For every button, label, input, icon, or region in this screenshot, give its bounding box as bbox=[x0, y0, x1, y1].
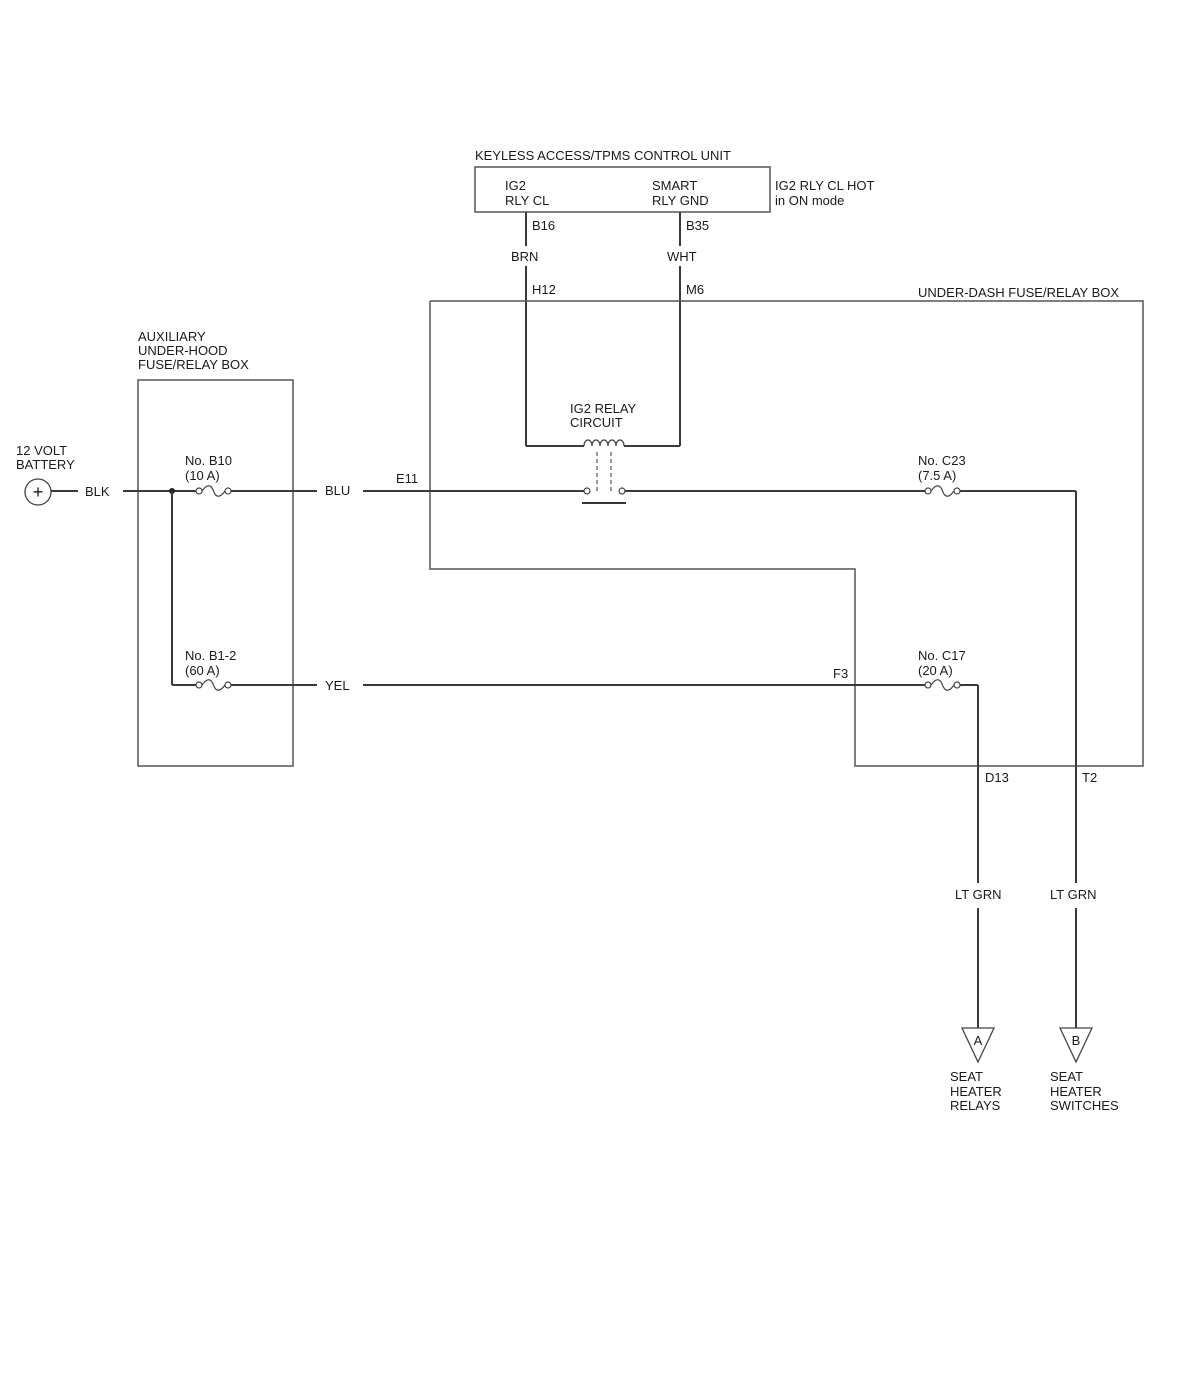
output-b-letter: B bbox=[1072, 1033, 1081, 1048]
connector-h12-label: H12 bbox=[532, 282, 556, 297]
output-a: LT GRN A SEAT HEATER RELAYS bbox=[950, 887, 1002, 1113]
b10-circuit: No. B10 (10 A) BLU E11 bbox=[123, 453, 584, 498]
relay-label-line2: CIRCUIT bbox=[570, 415, 623, 430]
wht-wire-label: WHT bbox=[667, 249, 697, 264]
aux-box-outline bbox=[137, 379, 294, 767]
fuse-b10-icon bbox=[195, 485, 232, 497]
control-unit-note-line2: in ON mode bbox=[775, 193, 844, 208]
relay-coil-icon bbox=[583, 439, 625, 447]
b1-2-circuit: No. B1-2 (60 A) YEL F3 No. C17 (20 A) D1… bbox=[171, 491, 1009, 883]
connector-b35-label: B35 bbox=[686, 218, 709, 233]
fuse-b10-name: No. B10 bbox=[185, 453, 232, 468]
fuse-c23-rating: (7.5 A) bbox=[918, 468, 956, 483]
output-a-line1: SEAT bbox=[950, 1069, 983, 1084]
connector-m6-label: M6 bbox=[686, 282, 704, 297]
relay-contact-right-icon bbox=[618, 487, 626, 495]
output-a-triangle-icon bbox=[960, 1027, 996, 1064]
fuse-b10-rating: (10 A) bbox=[185, 468, 220, 483]
pin-ig2-label: IG2 bbox=[505, 178, 526, 193]
output-b-triangle-icon bbox=[1058, 1027, 1094, 1064]
fuse-b1-2-rating: (60 A) bbox=[185, 663, 220, 678]
output-a-line3: RELAYS bbox=[950, 1098, 1001, 1113]
under-dash-fuse-relay-box: UNDER-DASH FUSE/RELAY BOX bbox=[429, 285, 1144, 767]
fuse-c23-icon bbox=[924, 485, 961, 497]
output-a-line2: HEATER bbox=[950, 1084, 1002, 1099]
aux-box-title-line3: FUSE/RELAY BOX bbox=[138, 357, 249, 372]
control-unit-wires: B16 B35 BRN WHT H12 M6 bbox=[511, 212, 709, 447]
connector-e11-label: E11 bbox=[396, 471, 418, 486]
under-dash-box-title: UNDER-DASH FUSE/RELAY BOX bbox=[918, 285, 1119, 300]
output-a-letter: A bbox=[974, 1033, 983, 1048]
connector-t2-label: T2 bbox=[1082, 770, 1097, 785]
relay-contact-left-icon bbox=[583, 487, 591, 495]
pin-rly-cl-label: RLY CL bbox=[505, 193, 549, 208]
output-b: LT GRN B SEAT HEATER SWITCHES bbox=[1050, 887, 1119, 1113]
fuse-c23-name: No. C23 bbox=[918, 453, 966, 468]
output-b-line3: SWITCHES bbox=[1050, 1098, 1119, 1113]
under-dash-box-outline bbox=[429, 300, 1144, 767]
yel-wire-label: YEL bbox=[325, 678, 350, 693]
blk-wire-label: BLK bbox=[85, 484, 110, 499]
connector-f3-label: F3 bbox=[833, 666, 848, 681]
battery: 12 VOLT BATTERY + BLK bbox=[16, 443, 110, 506]
lt-grn-a-wire-label: LT GRN bbox=[955, 887, 1001, 902]
lt-grn-b-wire-label: LT GRN bbox=[1050, 887, 1096, 902]
control-unit-note-line1: IG2 RLY CL HOT bbox=[775, 178, 875, 193]
pin-smart-label: SMART bbox=[652, 178, 697, 193]
relay-label-line1: IG2 RELAY bbox=[570, 401, 637, 416]
fuse-b1-2-icon bbox=[195, 679, 232, 691]
connector-d13-label: D13 bbox=[985, 770, 1009, 785]
c23-circuit: No. C23 (7.5 A) T2 bbox=[625, 453, 1097, 883]
auxiliary-fuse-relay-box: AUXILIARY UNDER-HOOD FUSE/RELAY BOX bbox=[137, 329, 294, 767]
control-unit: KEYLESS ACCESS/TPMS CONTROL UNIT IG2 RLY… bbox=[474, 148, 875, 213]
aux-box-title-line2: UNDER-HOOD bbox=[138, 343, 228, 358]
fuse-c17-rating: (20 A) bbox=[918, 663, 953, 678]
brn-wire-label: BRN bbox=[511, 249, 538, 264]
fuse-b1-2-name: No. B1-2 bbox=[185, 648, 236, 663]
battery-label-line1: 12 VOLT bbox=[16, 443, 67, 458]
pin-rly-gnd-label: RLY GND bbox=[652, 193, 709, 208]
connector-b16-label: B16 bbox=[532, 218, 555, 233]
ig2-relay: IG2 RELAY CIRCUIT bbox=[570, 401, 637, 504]
battery-plus-icon: + bbox=[33, 482, 44, 502]
fuse-c17-name: No. C17 bbox=[918, 648, 966, 663]
blu-wire-label: BLU bbox=[325, 483, 350, 498]
control-unit-box bbox=[474, 166, 771, 213]
fuse-c17-icon bbox=[924, 679, 961, 691]
control-unit-title: KEYLESS ACCESS/TPMS CONTROL UNIT bbox=[475, 148, 731, 163]
output-b-line2: HEATER bbox=[1050, 1084, 1102, 1099]
output-b-line1: SEAT bbox=[1050, 1069, 1083, 1084]
aux-box-title-line1: AUXILIARY bbox=[138, 329, 206, 344]
battery-label-line2: BATTERY bbox=[16, 457, 75, 472]
